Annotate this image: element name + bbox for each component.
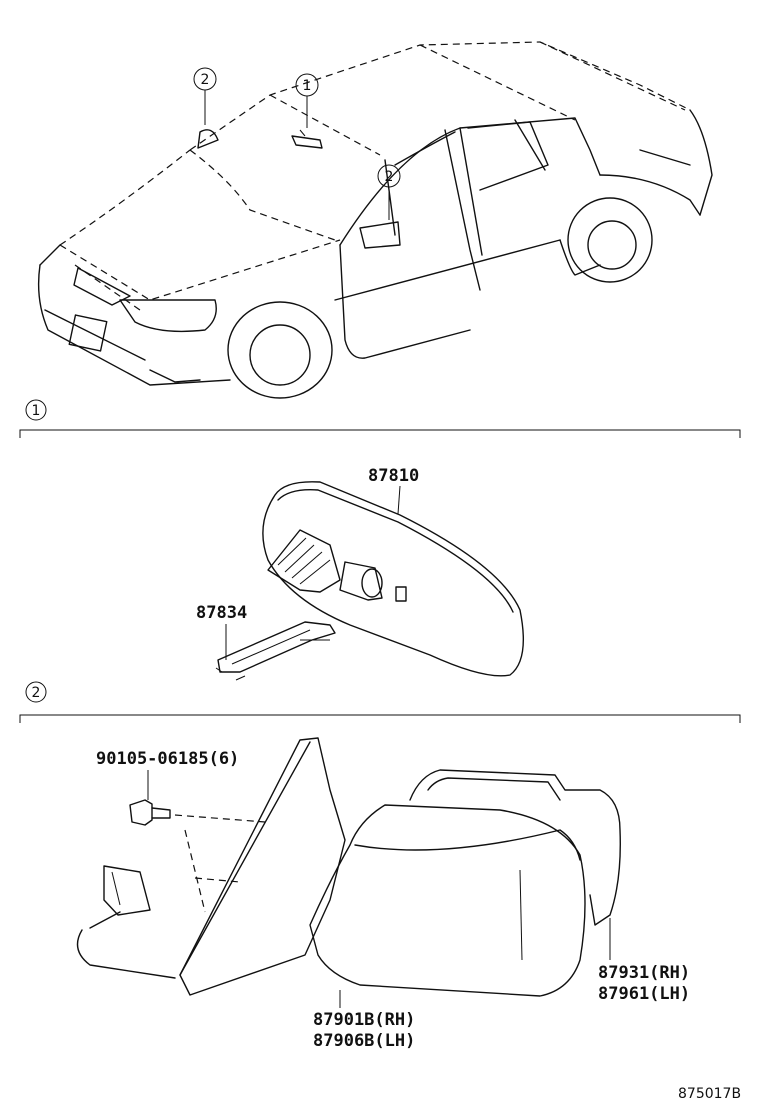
svg-text:2: 2 <box>201 72 210 88</box>
svg-text:1: 1 <box>303 78 312 94</box>
car-callout-left-mirror: 2 <box>193 67 217 125</box>
svg-text:87931(RH): 87931(RH) <box>598 963 690 983</box>
label-87931-87961: 87931(RH) 87961(LH) <box>598 918 690 1004</box>
inner-rearview-mirror <box>262 481 525 677</box>
label-87901B-87906B: 87901B(RH) 87906B(LH) <box>313 990 415 1051</box>
svg-text:90105-06185(6): 90105-06185(6) <box>96 749 239 769</box>
mirror-clip-87834 <box>215 621 336 681</box>
outer-mirror-assembly <box>76 737 621 997</box>
label-90105-06185: 90105-06185(6) <box>96 749 239 800</box>
car-callout-right-mirror: 2 <box>377 164 401 220</box>
svg-text:1: 1 <box>32 403 41 419</box>
label-87834: 87834 <box>196 603 247 660</box>
svg-text:87834: 87834 <box>196 603 247 623</box>
figure-code: 875017B <box>678 1086 741 1102</box>
svg-text:87810: 87810 <box>368 466 419 486</box>
svg-text:2: 2 <box>385 169 394 185</box>
svg-text:87961(LH): 87961(LH) <box>598 984 690 1004</box>
svg-text:2: 2 <box>32 685 41 701</box>
label-87810: 87810 <box>368 466 419 515</box>
screw-part <box>129 799 266 913</box>
section-1-header: 1 <box>19 399 741 438</box>
car-callout-inner-mirror: 1 <box>295 73 319 128</box>
section-2-header: 2 <box>19 681 741 723</box>
car-illustration <box>37 41 713 399</box>
svg-text:87906B(LH): 87906B(LH) <box>313 1031 415 1051</box>
svg-text:87901B(RH): 87901B(RH) <box>313 1010 415 1030</box>
